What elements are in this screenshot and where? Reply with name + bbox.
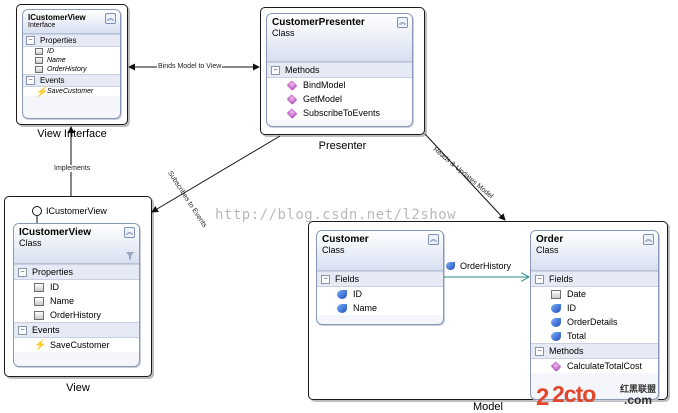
order-class-box[interactable]: Order Class ︽ −Fields Date ID OrderDetai… [530,230,659,400]
class-header: ICustomerView Interface ︽ [23,10,120,34]
customer-class-box[interactable]: Customer Class ︽ −Fields ID Name [316,230,444,325]
class-name: ICustomerView [19,227,92,238]
section-header-properties[interactable]: −Properties [14,264,139,280]
model-label: Model [473,401,503,413]
class-header: Order Class ︽ [531,231,658,271]
member-total: Total [531,329,658,343]
field-icon [551,317,561,327]
minus-icon[interactable]: − [271,65,280,75]
presenter-label: Presenter [318,140,367,152]
section-header-methods[interactable]: −Methods [267,62,412,78]
filter-icon[interactable] [126,252,134,260]
event-icon: ⚡ [35,87,48,98]
field-icon [446,262,455,270]
class-name: ICustomerView [28,13,86,22]
member-id: ID [23,47,120,56]
class-stereotype: Class [322,245,345,255]
field-icon [551,303,561,313]
member-calculatetotalcost: CalculateTotalCost [531,359,658,373]
minus-icon[interactable]: − [18,267,27,277]
logo-main: 2cto [552,381,596,407]
collapse-icon[interactable]: ︽ [428,234,439,245]
view-interface-label: View Interface [37,128,107,140]
collapse-icon[interactable]: ︽ [124,227,135,238]
member-orderhistory: OrderHistory [14,308,139,322]
icustomerview-class-box[interactable]: ICustomerView Class ︽ −Properties ID Nam… [13,223,140,367]
icustomerview-interface-box[interactable]: ICustomerView Interface ︽ −Properties ID… [22,9,121,119]
collapse-icon[interactable]: ︽ [643,234,654,245]
property-icon [34,310,44,320]
member-getmodel: GetModel [267,92,412,106]
field-icon [337,303,347,313]
class-name: CustomerPresenter [272,17,365,28]
minus-icon[interactable]: − [18,325,27,335]
property-icon [34,296,44,306]
minus-icon[interactable]: − [26,76,35,85]
class-name: Order [536,234,564,245]
lollipop-circle [32,206,42,216]
section-header-methods[interactable]: −Methods [531,343,658,359]
member-name: Name [14,294,139,308]
property-icon [34,282,44,292]
minus-icon[interactable]: − [26,36,35,45]
member-name: Name [317,301,443,315]
logo-glyph: 2 [536,384,549,409]
member-id: ID [531,301,658,315]
logo-domain: .com [624,393,653,407]
property-icon [35,48,43,55]
section-header-events[interactable]: −Events [23,74,120,87]
property-icon [35,57,43,64]
class-header: Customer Class ︽ [317,231,443,271]
member-orderdetails: OrderDetails [531,315,658,329]
reads-connector [424,133,506,221]
watermark-url: http://blog.csdn.net/l2show [215,207,457,223]
field-icon [337,289,347,299]
customerpresenter-class-box[interactable]: CustomerPresenter Class ︽ −Methods BindM… [266,13,413,127]
member-id: ID [14,280,139,294]
minus-icon[interactable]: − [535,346,544,356]
class-stereotype: Class [272,28,295,38]
interface-lollipop-label: ICustomerView [46,206,107,216]
property-icon [551,289,561,299]
section-header-events[interactable]: −Events [14,322,139,338]
class-stereotype: Class [19,238,42,248]
binds-label: Binds Model to View [157,63,223,70]
site-logo: 2 2cto 红黑联盟 .com [536,381,674,409]
class-stereotype: Interface [28,22,56,29]
section-header-fields[interactable]: −Fields [317,271,443,287]
member-bindmodel: BindModel [267,78,412,92]
minus-icon[interactable]: − [535,274,544,284]
member-savecustomer: ⚡SaveCustomer [23,87,120,98]
view-label: View [66,382,90,394]
section-header-fields[interactable]: −Fields [531,271,658,287]
member-date: Date [531,287,658,301]
section-header-properties[interactable]: −Properties [23,34,120,47]
member-orderhistory: OrderHistory [23,65,120,74]
association-label: OrderHistory [446,261,511,271]
logo-sub: 红黑联盟 [620,384,657,394]
implements-label: Implements [53,165,92,172]
collapse-icon[interactable]: ︽ [397,17,408,28]
subscribes-connector [151,135,281,213]
class-header: CustomerPresenter Class ︽ [267,14,412,62]
logo-mark-icon: 2 [536,384,549,409]
class-stereotype: Class [536,245,559,255]
event-icon: ⚡ [34,339,47,351]
field-icon [551,331,561,341]
member-subscribetoevents: SubscribeToEvents [267,106,412,120]
member-savecustomer: ⚡SaveCustomer [14,338,139,352]
member-name: Name [23,56,120,65]
minus-icon[interactable]: − [321,274,330,284]
class-name: Customer [322,234,369,245]
member-id: ID [317,287,443,301]
collapse-icon[interactable]: ︽ [105,13,116,24]
property-icon [35,66,43,73]
class-header: ICustomerView Class ︽ [14,224,139,264]
